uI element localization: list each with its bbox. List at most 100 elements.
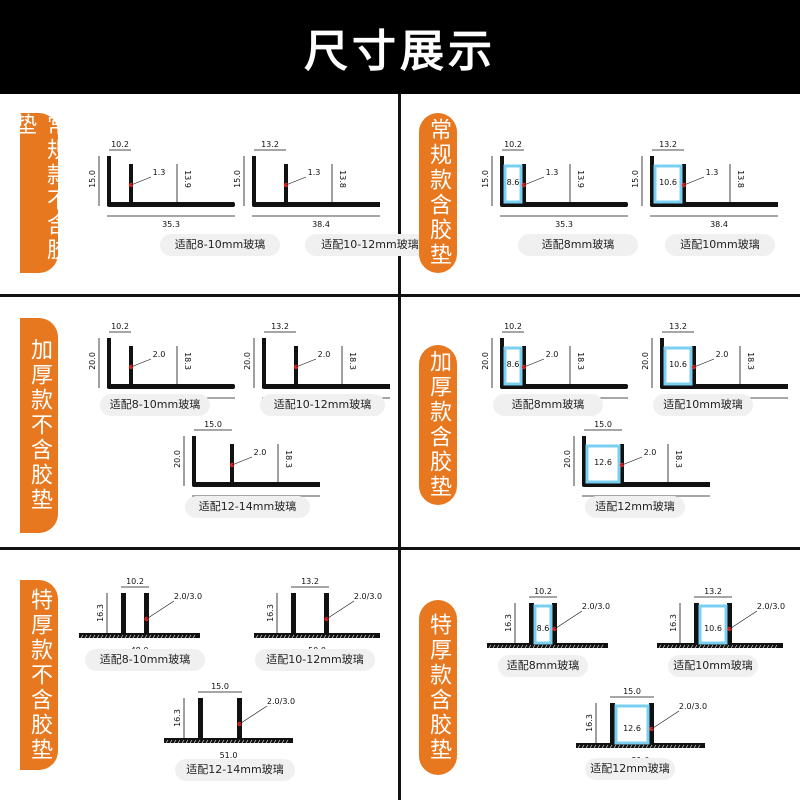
dim-lip: 2.0 xyxy=(153,350,166,359)
dim-inner-height: 18.3 xyxy=(348,352,357,370)
base-texture xyxy=(589,744,593,749)
base-texture xyxy=(335,634,339,639)
base-texture xyxy=(504,644,508,649)
base-texture xyxy=(249,739,253,744)
profile-wall xyxy=(291,593,296,633)
base-texture xyxy=(682,644,686,649)
base-texture xyxy=(209,739,213,744)
base-texture xyxy=(516,644,520,649)
profile-wall xyxy=(500,156,504,206)
fit-caption: 适配10mm玻璃 xyxy=(653,394,753,416)
base-texture xyxy=(165,739,169,744)
base-texture xyxy=(661,744,665,749)
base-texture xyxy=(629,744,633,749)
base-texture xyxy=(596,644,600,649)
base-texture xyxy=(172,634,176,639)
base-texture xyxy=(355,634,359,639)
base-texture xyxy=(488,644,492,649)
dim-lip: 2.0 xyxy=(254,448,267,457)
profile-base xyxy=(164,738,293,743)
gasket xyxy=(503,346,523,386)
profile-wall xyxy=(121,593,126,633)
base-texture xyxy=(275,634,279,639)
base-texture xyxy=(229,739,233,744)
base-texture xyxy=(371,634,375,639)
dim-length: 38.4 xyxy=(710,220,728,229)
base-texture xyxy=(689,744,693,749)
base-texture xyxy=(255,634,259,639)
leader-line xyxy=(523,358,545,368)
profile-shape xyxy=(192,436,336,487)
profile-wall xyxy=(198,698,203,738)
dim-height: 15.0 xyxy=(481,170,490,188)
base-texture xyxy=(600,644,604,649)
dim-height: 15.0 xyxy=(233,170,242,188)
base-texture xyxy=(657,744,661,749)
fit-caption: 适配10-12mm玻璃 xyxy=(255,649,375,671)
base-texture xyxy=(160,634,164,639)
leader-line xyxy=(651,710,680,730)
page-title: 尺寸展示 xyxy=(304,26,496,77)
base-texture xyxy=(128,634,132,639)
dim-height: 16.3 xyxy=(173,709,182,727)
base-texture xyxy=(609,744,613,749)
base-texture xyxy=(710,644,714,649)
base-texture xyxy=(100,634,104,639)
base-texture xyxy=(323,634,327,639)
base-texture xyxy=(339,634,343,639)
base-texture xyxy=(261,739,265,744)
dim-width: 10.2 xyxy=(126,577,144,586)
dim-width: 15.0 xyxy=(594,420,612,429)
dim-length: 35.3 xyxy=(162,220,180,229)
base-texture xyxy=(237,739,241,744)
base-texture xyxy=(532,644,536,649)
dim-inner-height: 13.8 xyxy=(338,170,347,188)
base-texture xyxy=(556,644,560,649)
profile-shape xyxy=(254,593,380,639)
profile-figure: 13.220.02.018.310.639.1 xyxy=(638,322,798,426)
base-texture xyxy=(774,644,778,649)
dim-lip: 2.0 xyxy=(318,350,331,359)
dim-width: 13.2 xyxy=(659,140,677,149)
dim-lip: 1.3 xyxy=(308,168,321,177)
dim-height: 16.3 xyxy=(504,614,513,632)
category-label: 特厚款不含胶垫 xyxy=(27,587,52,763)
fit-caption: 适配8mm玻璃 xyxy=(518,234,638,256)
base-texture xyxy=(253,739,257,744)
dim-width: 15.0 xyxy=(204,420,222,429)
base-texture xyxy=(112,634,116,639)
dim-lip: 1.3 xyxy=(706,168,719,177)
base-texture xyxy=(124,634,128,639)
base-texture xyxy=(152,634,156,639)
category-badge: 特厚款含胶垫 xyxy=(419,600,457,775)
base-texture xyxy=(512,644,516,649)
profile-shape xyxy=(657,603,783,649)
base-texture xyxy=(641,744,645,749)
base-texture xyxy=(188,634,192,639)
base-texture xyxy=(637,744,641,749)
category-label: 加厚款含胶垫 xyxy=(426,350,451,500)
base-texture xyxy=(677,744,681,749)
dim-inner-height: 18.3 xyxy=(746,352,755,370)
dim-inner-height: 13.8 xyxy=(736,170,745,188)
base-texture xyxy=(319,634,323,639)
base-texture xyxy=(496,644,500,649)
base-texture xyxy=(674,644,678,649)
fit-caption: 适配10mm玻璃 xyxy=(665,234,775,256)
base-texture xyxy=(770,644,774,649)
base-texture xyxy=(658,644,662,649)
base-texture xyxy=(698,644,702,649)
dim-lip: 2.0/3.0 xyxy=(267,697,295,706)
base-texture xyxy=(649,744,653,749)
profile-base xyxy=(576,743,705,748)
base-texture xyxy=(285,739,289,744)
category-badge: 加厚款含胶垫 xyxy=(419,345,457,505)
leader-line xyxy=(239,705,268,725)
base-texture xyxy=(245,739,249,744)
base-texture xyxy=(169,739,173,744)
base-texture xyxy=(681,744,685,749)
base-texture xyxy=(233,739,237,744)
base-texture xyxy=(581,744,585,749)
